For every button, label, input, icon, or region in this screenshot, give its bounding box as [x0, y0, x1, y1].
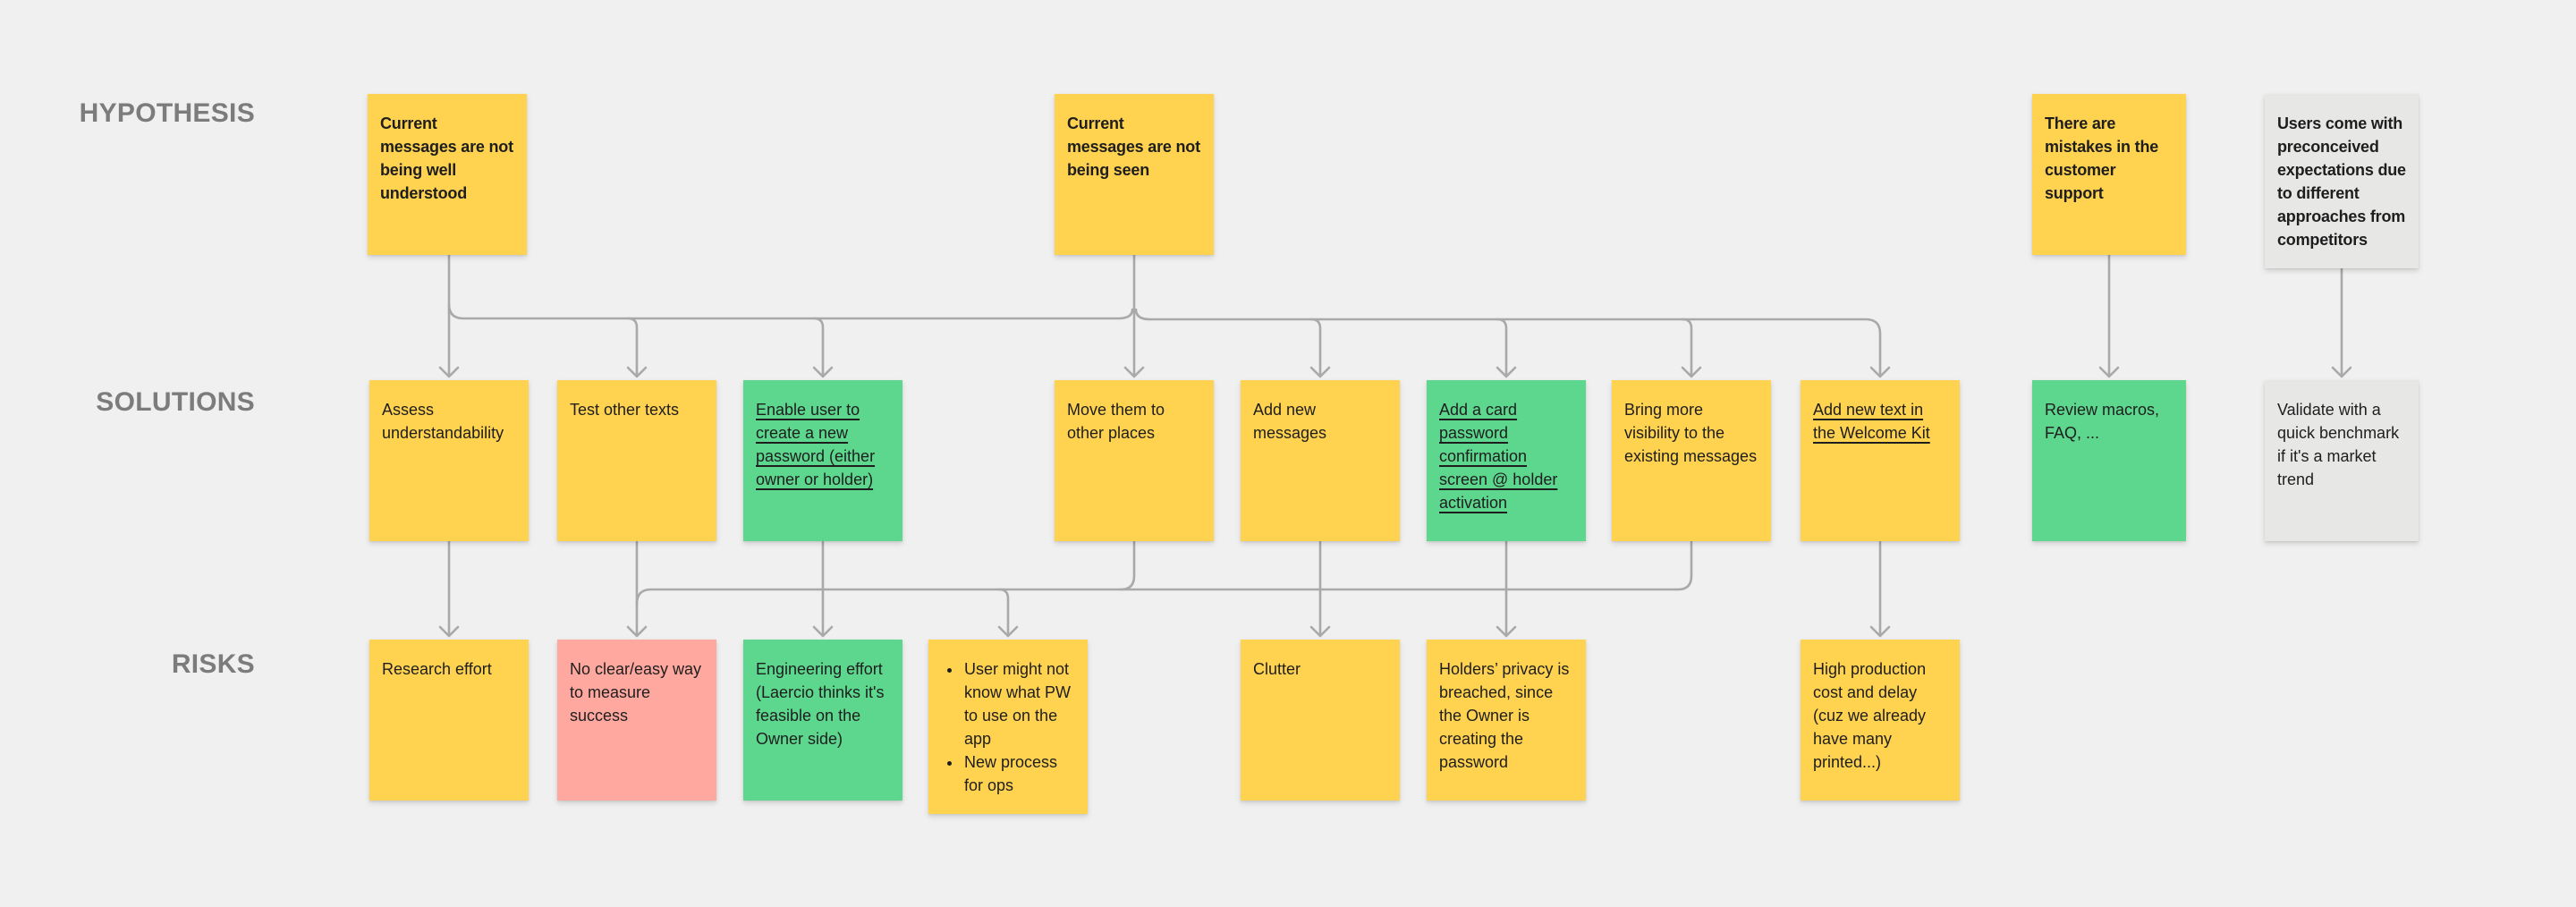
sticky-note-r4[interactable]: User might not know what PW to use on th… — [928, 640, 1088, 814]
sticky-note-h3[interactable]: There are mistakes in the customer suppo… — [2032, 94, 2186, 255]
sticky-note-h1[interactable]: Current messages are not being well unde… — [368, 94, 527, 255]
arrowhead-icon — [438, 366, 460, 378]
bullet-item: New process for ops — [962, 750, 1075, 797]
arrowhead-icon — [626, 625, 648, 638]
sticky-note-s6[interactable]: Add a card password confirmation screen … — [1427, 380, 1586, 541]
arrowhead-icon — [2098, 366, 2120, 378]
sticky-note-text: Clutter — [1253, 660, 1301, 678]
connector-path — [626, 317, 639, 376]
arrowhead-icon — [812, 366, 834, 378]
sticky-note-bullet-list: User might not know what PW to use on th… — [941, 657, 1075, 797]
sticky-note-text: Current messages are not being seen — [1067, 114, 1200, 179]
connector-path — [1681, 318, 1693, 376]
sticky-note-r3[interactable]: Engineering effort (Laercio thinks it's … — [743, 640, 902, 801]
sticky-note-r2[interactable]: No clear/easy way to measure success — [557, 640, 716, 801]
arrowhead-icon — [438, 625, 460, 638]
sticky-note-r7[interactable]: High production cost and delay (cuz we a… — [1801, 640, 1960, 801]
sticky-note-r5[interactable]: Clutter — [1241, 640, 1400, 801]
arrowhead-icon — [1681, 366, 1702, 378]
connector-path — [997, 588, 1010, 635]
sticky-note-r6[interactable]: Holders’ privacy is breached, since the … — [1427, 640, 1586, 801]
sticky-note-s4[interactable]: Move them to other places — [1055, 380, 1214, 541]
arrowhead-icon — [1496, 366, 1517, 378]
sticky-note-text: Test other texts — [570, 401, 680, 419]
arrowhead-icon — [812, 625, 834, 638]
connector-path — [1496, 318, 1508, 376]
arrowhead-icon — [2331, 366, 2352, 378]
sticky-note-s10[interactable]: Validate with a quick benchmark if it's … — [2265, 380, 2419, 541]
sticky-note-text: Assess understandability — [382, 401, 504, 442]
sticky-note-text: Research effort — [382, 660, 492, 678]
sticky-note-text: High production cost and delay (cuz we a… — [1813, 660, 1927, 771]
sticky-note-s8[interactable]: Add new text in the Welcome Kit — [1801, 380, 1960, 541]
sticky-note-text: Engineering effort (Laercio thinks it's … — [756, 660, 885, 748]
row-label-risks: RISKS — [171, 649, 255, 679]
sticky-note-h4[interactable]: Users come with preconceived expectation… — [2265, 94, 2419, 268]
sticky-note-text: Bring more visibility to the existing me… — [1624, 401, 1758, 465]
sticky-note-text: Users come with preconceived expectation… — [2277, 114, 2406, 249]
connector-path — [1309, 318, 1322, 376]
connector-path — [635, 540, 1693, 606]
sticky-note-text: Validate with a quick benchmark if it's … — [2277, 401, 2400, 488]
sticky-note-text: Review macros, FAQ, ... — [2045, 401, 2160, 442]
sticky-note-text: Holders’ privacy is breached, since the … — [1439, 660, 1570, 771]
sticky-note-h2[interactable]: Current messages are not being seen — [1055, 94, 1214, 255]
connector-path — [447, 302, 1134, 320]
sticky-note-s9[interactable]: Review macros, FAQ, ... — [2032, 380, 2186, 541]
arrowhead-icon — [1123, 366, 1145, 378]
connector-path — [812, 317, 825, 376]
sticky-note-r1[interactable]: Research effort — [369, 640, 529, 801]
sticky-note-s3[interactable]: Enable user to create a new password (ei… — [743, 380, 902, 541]
bullet-item: User might not know what PW to use on th… — [962, 657, 1075, 750]
arrowhead-icon — [1309, 625, 1331, 638]
sticky-note-text: Add new text in the Welcome Kit — [1813, 401, 1930, 442]
sticky-note-text: No clear/easy way to measure success — [570, 660, 702, 725]
sticky-note-text: There are mistakes in the customer suppo… — [2045, 114, 2159, 202]
sticky-note-text: Add new messages — [1253, 401, 1327, 442]
arrowhead-icon — [1496, 625, 1517, 638]
connector-path — [1134, 308, 1882, 376]
sticky-note-s7[interactable]: Bring more visibility to the existing me… — [1612, 380, 1771, 541]
connector-path — [1119, 540, 1136, 591]
arrowhead-icon — [1309, 366, 1331, 378]
arrowhead-icon — [626, 366, 648, 378]
sticky-note-s2[interactable]: Test other texts — [557, 380, 716, 541]
sticky-note-text: Current messages are not being well unde… — [380, 114, 513, 202]
arrowhead-icon — [1869, 625, 1891, 638]
sticky-note-s1[interactable]: Assess understandability — [369, 380, 529, 541]
arrowhead-icon — [997, 625, 1019, 638]
row-label-hypothesis: HYPOTHESIS — [79, 98, 255, 128]
row-label-solutions: SOLUTIONS — [96, 387, 255, 417]
arrowhead-icon — [1869, 366, 1891, 378]
sticky-note-text: Add a card password confirmation screen … — [1439, 401, 1558, 512]
sticky-note-s5[interactable]: Add new messages — [1241, 380, 1400, 541]
sticky-note-text: Move them to other places — [1067, 401, 1165, 442]
sticky-note-text: Enable user to create a new password (ei… — [756, 401, 876, 488]
